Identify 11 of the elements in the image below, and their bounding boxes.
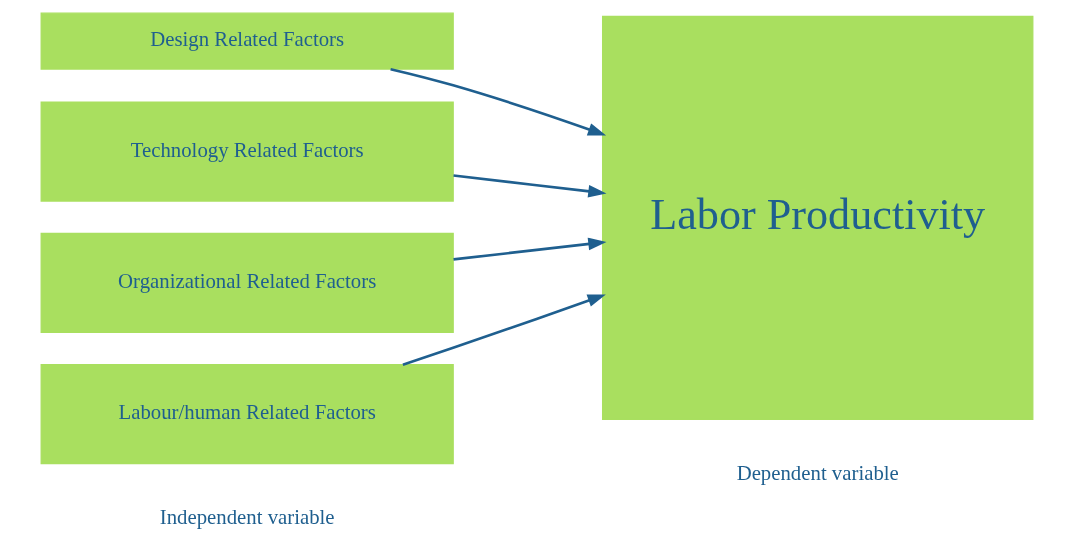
node-box: Design Related Factors [40, 12, 454, 70]
node-box: Technology Related Factors [40, 101, 454, 202]
arrow [453, 174, 607, 198]
node-box: Labor Productivity [602, 15, 1034, 420]
label: Independent variable [159, 505, 335, 529]
node-label: Dependent variable [736, 461, 899, 485]
arrow [390, 67, 607, 136]
node-box: Labour/human Related Factors [40, 364, 454, 465]
arrow [402, 294, 606, 366]
arrow [453, 237, 607, 261]
node-box: Organizational Related Factors [40, 232, 454, 333]
